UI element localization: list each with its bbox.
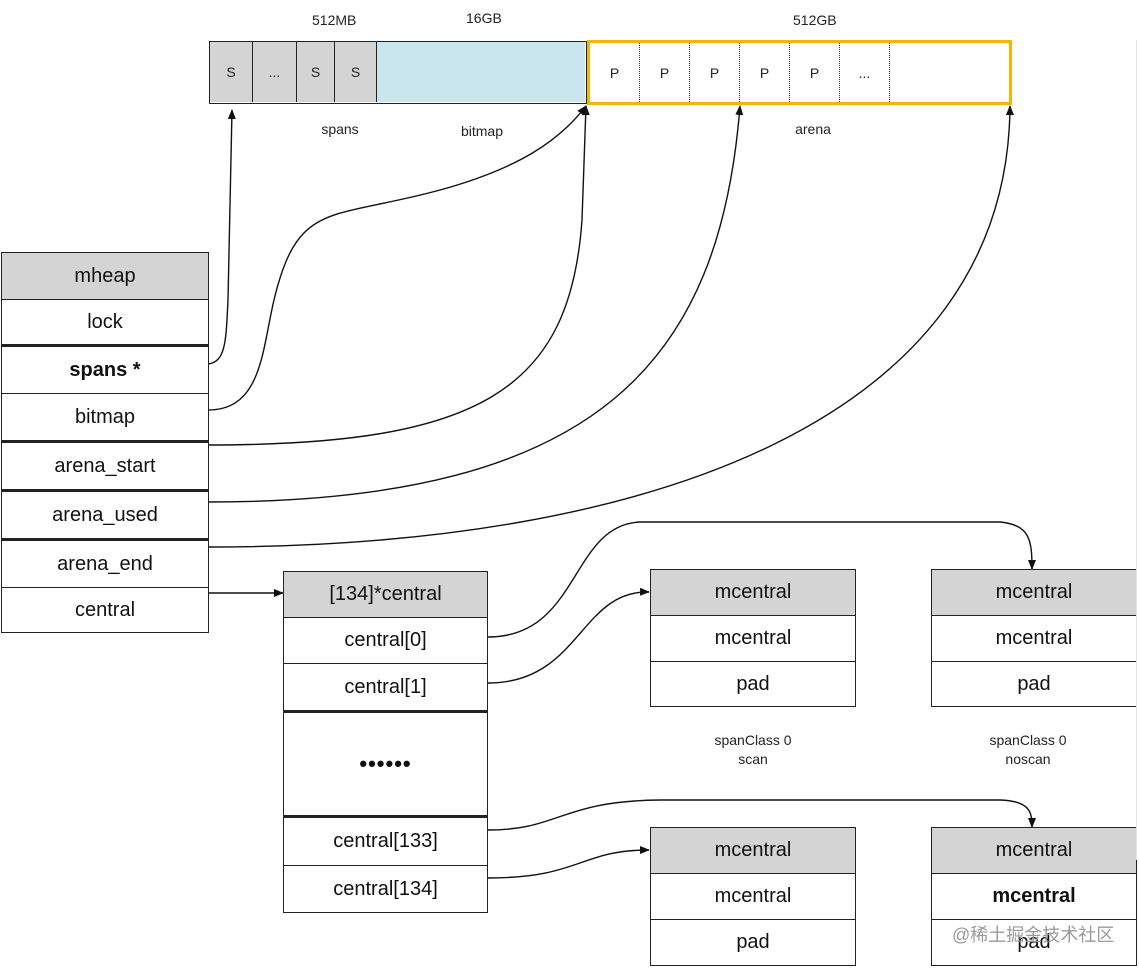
- mheap-field-arena-used: arena_used: [1, 490, 209, 539]
- span-cell: S: [210, 42, 253, 102]
- page-cell: P: [690, 43, 740, 102]
- page-cell: ...: [840, 43, 890, 102]
- page-cell: P: [640, 43, 690, 102]
- arrow-central-133: [487, 799, 1036, 831]
- arrow-spans: [207, 109, 236, 365]
- mcentral-pad: pad: [931, 662, 1137, 707]
- mheap-struct: mheap lock spans * bitmap arena_start ar…: [1, 252, 209, 633]
- arena-size-label: 512GB: [793, 12, 837, 28]
- mcentral-title: mcentral: [650, 569, 856, 616]
- mcentral-title: mcentral: [931, 827, 1137, 874]
- caption-scan-line1: spanClass 0: [714, 732, 792, 748]
- mheap-field-spans: spans *: [1, 345, 209, 394]
- caption-scan-line2: scan: [738, 751, 768, 767]
- right-edge-divider: [1136, 40, 1138, 860]
- spans-size-label: 512MB: [312, 12, 357, 28]
- caption-scan: spanClass 0 scan: [683, 731, 823, 769]
- arrow-arena-end: [207, 105, 1014, 548]
- arrow-central-1: [487, 587, 650, 684]
- mcentral-box-noscan-bottom: mcentral mcentral pad: [931, 827, 1137, 966]
- spans-label: spans: [321, 121, 359, 137]
- mcentral-title: mcentral: [931, 569, 1137, 616]
- central-entry-133: central[133]: [283, 816, 488, 866]
- page-cell: P: [790, 43, 840, 102]
- central-array-title: [134]*central: [283, 571, 488, 618]
- arrow-bitmap: [207, 105, 587, 411]
- central-entry-134: central[134]: [283, 866, 488, 913]
- central-ellipsis: ••••••: [283, 711, 488, 816]
- central-array: [134]*central central[0] central[1] ••••…: [283, 571, 488, 913]
- mheap-field-bitmap: bitmap: [1, 394, 209, 441]
- caption-noscan: spanClass 0 noscan: [958, 731, 1098, 769]
- caption-noscan-line1: spanClass 0: [989, 732, 1067, 748]
- arena-label: arena: [795, 121, 831, 137]
- mcentral-field: mcentral: [650, 874, 856, 920]
- mcentral-pad: pad: [931, 920, 1137, 966]
- central-entry-1: central[1]: [283, 664, 488, 711]
- mheap-field-central: central: [1, 588, 209, 633]
- bitmap-label: bitmap: [460, 123, 504, 139]
- mcentral-field: mcentral: [931, 874, 1137, 920]
- mheap-field-arena-start: arena_start: [1, 441, 209, 490]
- arena-region: P P P P P ...: [587, 40, 1012, 105]
- bitmap-size-label: 16GB: [466, 10, 502, 26]
- central-entry-0: central[0]: [283, 618, 488, 664]
- span-cell: S: [335, 42, 377, 102]
- arrow-arena-start: [207, 105, 590, 446]
- span-cell: ...: [253, 42, 297, 102]
- arrow-central-0: [487, 521, 1036, 638]
- mcentral-box-scan-bottom: mcentral mcentral pad: [650, 827, 856, 966]
- watermark: @稀土掘金技术社区: [952, 925, 1115, 945]
- page-cell: P: [740, 43, 790, 102]
- arrow-arena-used: [207, 105, 744, 503]
- spans-bitmap-region: S ... S S: [209, 41, 587, 104]
- page-cell: P: [590, 43, 640, 102]
- mcentral-box-noscan-top: mcentral mcentral pad: [931, 569, 1137, 707]
- mcentral-pad: pad: [650, 920, 856, 966]
- mcentral-field: mcentral: [650, 616, 856, 662]
- mheap-title: mheap: [1, 252, 209, 300]
- bitmap-region: [377, 42, 585, 102]
- span-cell: S: [297, 42, 335, 102]
- caption-noscan-line2: noscan: [1005, 751, 1051, 767]
- mheap-field-lock: lock: [1, 300, 209, 345]
- mheap-field-arena-end: arena_end: [1, 539, 209, 588]
- arrow-central-134: [487, 846, 650, 879]
- mcentral-title: mcentral: [650, 827, 856, 874]
- mcentral-field: mcentral: [931, 616, 1137, 662]
- mcentral-box-scan-top: mcentral mcentral pad: [650, 569, 856, 707]
- mcentral-pad: pad: [650, 662, 856, 707]
